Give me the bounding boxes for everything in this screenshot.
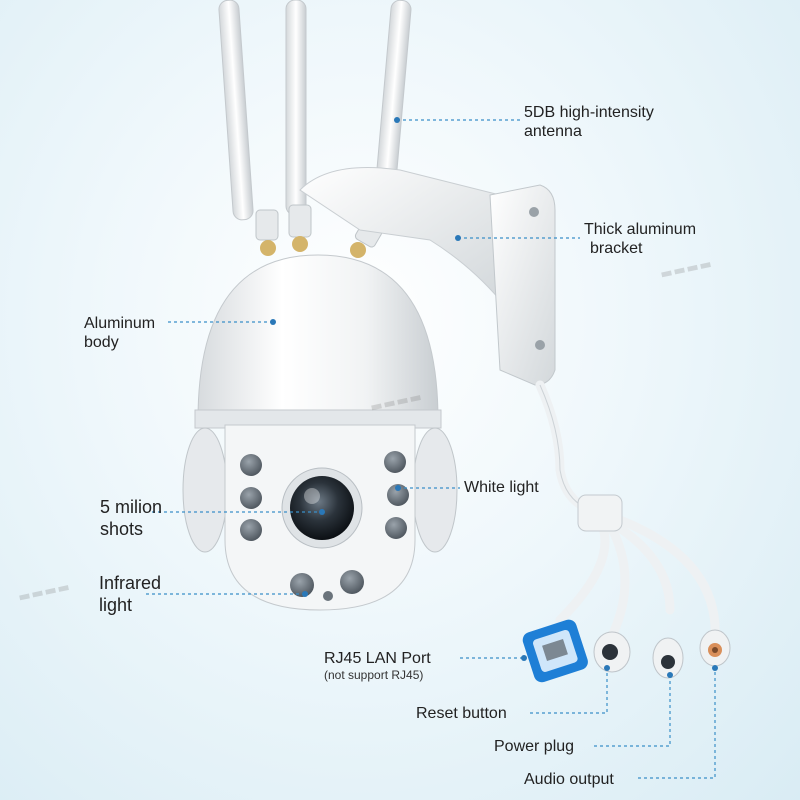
cable-junction <box>577 494 623 532</box>
label-shots: 5 milion shots <box>100 497 163 539</box>
bracket <box>299 167 556 386</box>
label-white-light: White light <box>464 479 539 496</box>
label-bracket: Thick aluminum bracket <box>584 221 697 257</box>
label-rj45: RJ45 LAN Port (not support RJ45) <box>324 650 431 682</box>
label-reset: Reset button <box>416 705 507 722</box>
label-power: Power plug <box>494 738 575 755</box>
label-audio: Audio output <box>524 771 614 788</box>
cable <box>535 380 720 645</box>
leader-lines <box>146 119 716 779</box>
label-infrared: Infrared light <box>99 573 162 615</box>
leader-dots <box>270 117 718 678</box>
label-body: Aluminum body <box>84 315 156 351</box>
label-antenna: 5DB high-intensity antenna <box>524 104 654 140</box>
connectors <box>522 619 731 683</box>
dome <box>182 254 458 611</box>
